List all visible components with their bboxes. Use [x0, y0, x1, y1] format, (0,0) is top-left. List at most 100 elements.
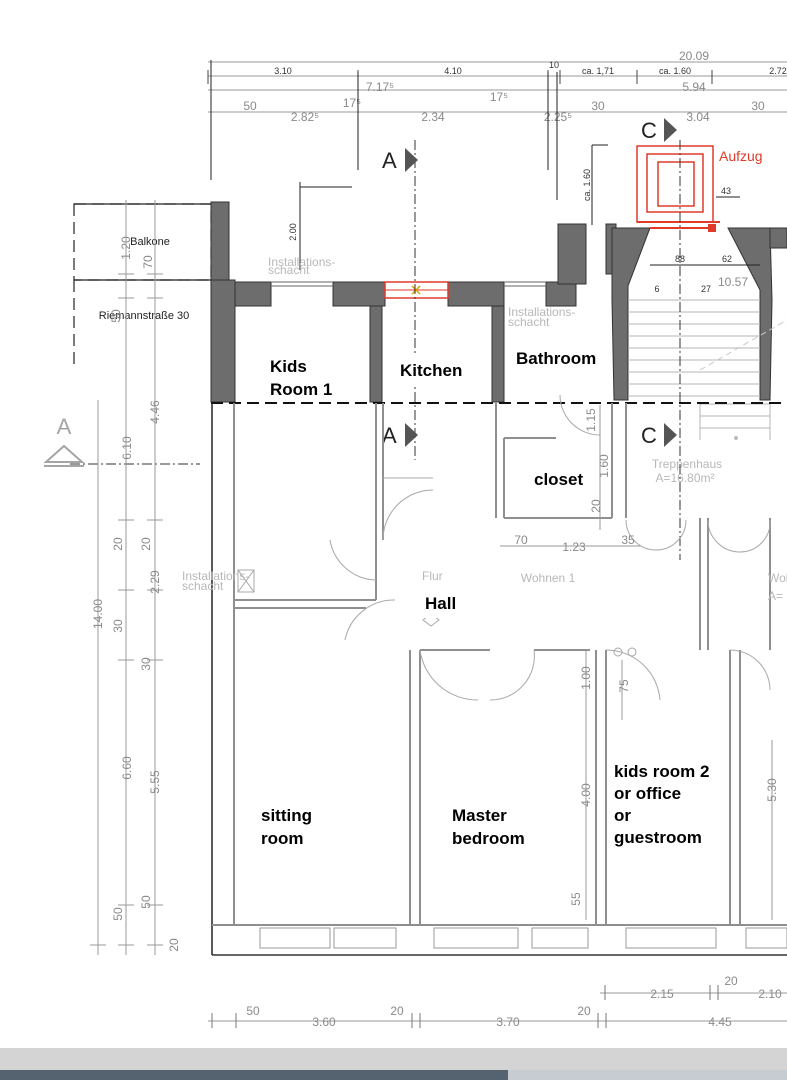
installation-1b: schacht	[182, 579, 224, 593]
dim-shaft-2: 43	[721, 186, 731, 196]
dim-closet-5: 35	[621, 533, 635, 547]
dim-left-mid-3: 30	[111, 619, 125, 633]
dim-closet-2: 20	[589, 499, 603, 513]
dim-bottom-row2-5: 4.45	[708, 1015, 732, 1029]
room-hall: Hall	[418, 588, 490, 618]
street-label: Riemannstraße 30	[99, 310, 190, 322]
dim-bottom-row2-2: 20	[390, 1004, 404, 1018]
dim-left-mid-4: 50	[111, 907, 125, 921]
room-closet: closet	[526, 463, 596, 493]
hall-label: Hall	[425, 594, 456, 613]
dim-shaft-3: 88	[675, 254, 685, 264]
dim-top-row3-8: 30	[751, 99, 765, 113]
dim-top-row3-1: 2.82⁵	[291, 110, 319, 124]
installation-3: Installations-	[268, 255, 335, 269]
blank-patch	[355, 170, 550, 275]
aufzug-label: Aufzug	[719, 148, 763, 164]
room-kids-room-2: kids room 2 or office or guestroom	[608, 756, 728, 852]
section-marker-c-mid: C	[641, 423, 677, 448]
room-sitting-room: sitting room	[254, 800, 334, 852]
balkone-label: Balkone	[130, 236, 170, 248]
room-kids-room-1: Kids Room 1	[262, 352, 362, 402]
dim-top-row3-7: 3.04	[686, 110, 710, 124]
dim-left-inner-2: 20	[139, 537, 153, 551]
dim-top-row1-5: 2.72	[769, 66, 787, 76]
dim-right-0: 1.00	[579, 666, 593, 690]
dim-balcony-1: 70	[141, 255, 155, 269]
closet-dimensions: 1.15 1.60 20 70 1.23 35	[500, 405, 640, 554]
dim-left-inner-5: 5.55	[148, 770, 162, 794]
dim-bottom-row2-1: 3.60	[312, 1015, 336, 1029]
section-marker-a-left: A	[43, 414, 85, 467]
sitting-room-line2: room	[261, 829, 304, 848]
dim-left-inner-1: 4.46	[148, 400, 162, 424]
room-master-bedroom: Master bedroom	[445, 800, 545, 852]
flur-label: Flur	[422, 569, 443, 583]
dim-closet-4: 1.23	[562, 540, 586, 554]
dim-bottom-row2-3: 3.70	[496, 1015, 520, 1029]
bottom-scrollbar[interactable]	[0, 1048, 787, 1080]
kids-room-2-line2: or office	[614, 784, 681, 803]
dim-top-row1-0: 3.10	[274, 66, 292, 76]
dim-top-row2-1: 5.94	[682, 80, 706, 94]
dim-closet-0: 1.15	[584, 408, 598, 432]
closet-label: closet	[534, 470, 583, 489]
dim-top-row1-1: 4.10	[444, 66, 462, 76]
dim-top-row3-5: 2.25⁵	[544, 110, 572, 124]
dim-left-mid-0: 6.10	[120, 436, 134, 460]
kids-room-2-line1: kids room 2	[614, 762, 709, 781]
dim-top-row3-3: 2.34	[421, 110, 445, 124]
dim-shaft-7: 10.57	[718, 275, 748, 289]
wohnen-2-label: Woh	[768, 571, 787, 585]
dim-shaft-6: 27	[701, 284, 711, 294]
dim-shaft-0: 2.00	[288, 223, 298, 241]
kids-room-1-line1: Kids	[270, 357, 307, 376]
dim-top-row3-6: 30	[591, 99, 605, 113]
dim-top-row1-4: ca. 1.60	[659, 66, 691, 76]
bathroom-label: Bathroom	[516, 349, 596, 368]
dim-top-row3-4: 17⁵	[490, 90, 508, 104]
staircase: Treppenhaus A=16.80m²	[628, 299, 787, 485]
installation-3b: schacht	[268, 263, 310, 277]
treppenhaus-label: Treppenhaus	[652, 457, 722, 471]
section-marker-a-top: A	[382, 148, 418, 173]
installation-2: Installations-	[508, 305, 575, 319]
dim-left-inner-4: 30	[139, 657, 153, 671]
dim-bottom-row2-0: 50	[246, 1004, 260, 1018]
scrollbar-track[interactable]	[508, 1070, 787, 1080]
section-a-top: A	[382, 148, 397, 173]
section-marker-c-top: C	[641, 118, 677, 143]
dim-top-row1-3: ca. 1,71	[582, 66, 614, 76]
dim-left-inner-0: 50	[109, 309, 123, 323]
kids-room-1-line2: Room 1	[270, 380, 332, 399]
sitting-room-line1: sitting	[261, 806, 312, 825]
dim-bottom-row1-0: 2.15	[650, 987, 674, 1001]
dim-bottom-row2-4: 20	[577, 1004, 591, 1018]
dim-closet-3: 70	[514, 533, 528, 547]
dim-shaft-5: 6	[654, 284, 659, 294]
dim-bottom-row1-2: 2.10	[758, 987, 782, 1001]
dim-right-3: 55	[569, 892, 583, 906]
dim-top-row1-2: 10	[549, 60, 559, 70]
dim-left-inner-7: 20	[167, 938, 181, 952]
wohnen-2-area: A=	[768, 589, 783, 603]
top-dimensions: 20.09 3.10 4.10 10 ca. 1,71 ca. 1.60 2.7…	[207, 49, 787, 124]
dim-bottom-row1-1: 20	[724, 974, 738, 988]
dim-left-inner-6: 50	[139, 895, 153, 909]
installation-2b: schacht	[508, 315, 550, 329]
dim-left-outer-0: 14.00	[91, 599, 105, 629]
dim-top-row3-2: 17⁵	[343, 96, 361, 110]
section-c-mid: C	[641, 423, 657, 448]
treppenhaus-area: A=16.80m²	[655, 471, 714, 485]
kitchen-label: Kitchen	[400, 361, 462, 380]
installation-1: Installations-	[182, 569, 249, 583]
scrollbar-thumb[interactable]	[0, 1070, 508, 1080]
master-bedroom-line1: Master	[452, 806, 507, 825]
kids-room-2-line4: guestroom	[614, 828, 702, 847]
dim-right-2: 4.00	[579, 783, 593, 807]
section-a-mid: A	[382, 423, 397, 448]
wohnen-label: Wohnen 1	[521, 571, 576, 585]
dim-left-mid-2: 20	[111, 537, 125, 551]
section-lines	[70, 140, 787, 560]
section-a-left: A	[57, 414, 72, 439]
